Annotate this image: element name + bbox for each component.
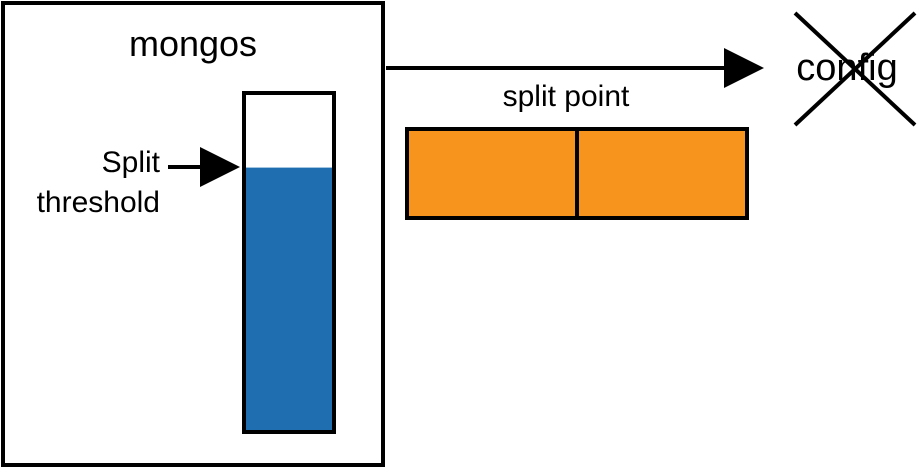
- chunk-left-half: [405, 127, 579, 220]
- threshold-label-line1: Split: [102, 146, 161, 179]
- split-point-label: split point: [503, 80, 630, 113]
- config-cross-stroke-2: [793, 11, 917, 127]
- threshold-label-line2: threshold: [37, 186, 160, 219]
- config-label: config: [796, 47, 897, 89]
- gauge-fill: [244, 167, 334, 432]
- mongos-label: mongos: [129, 23, 257, 64]
- chunk-right-half: [575, 127, 749, 220]
- gauge-outline: [242, 91, 336, 434]
